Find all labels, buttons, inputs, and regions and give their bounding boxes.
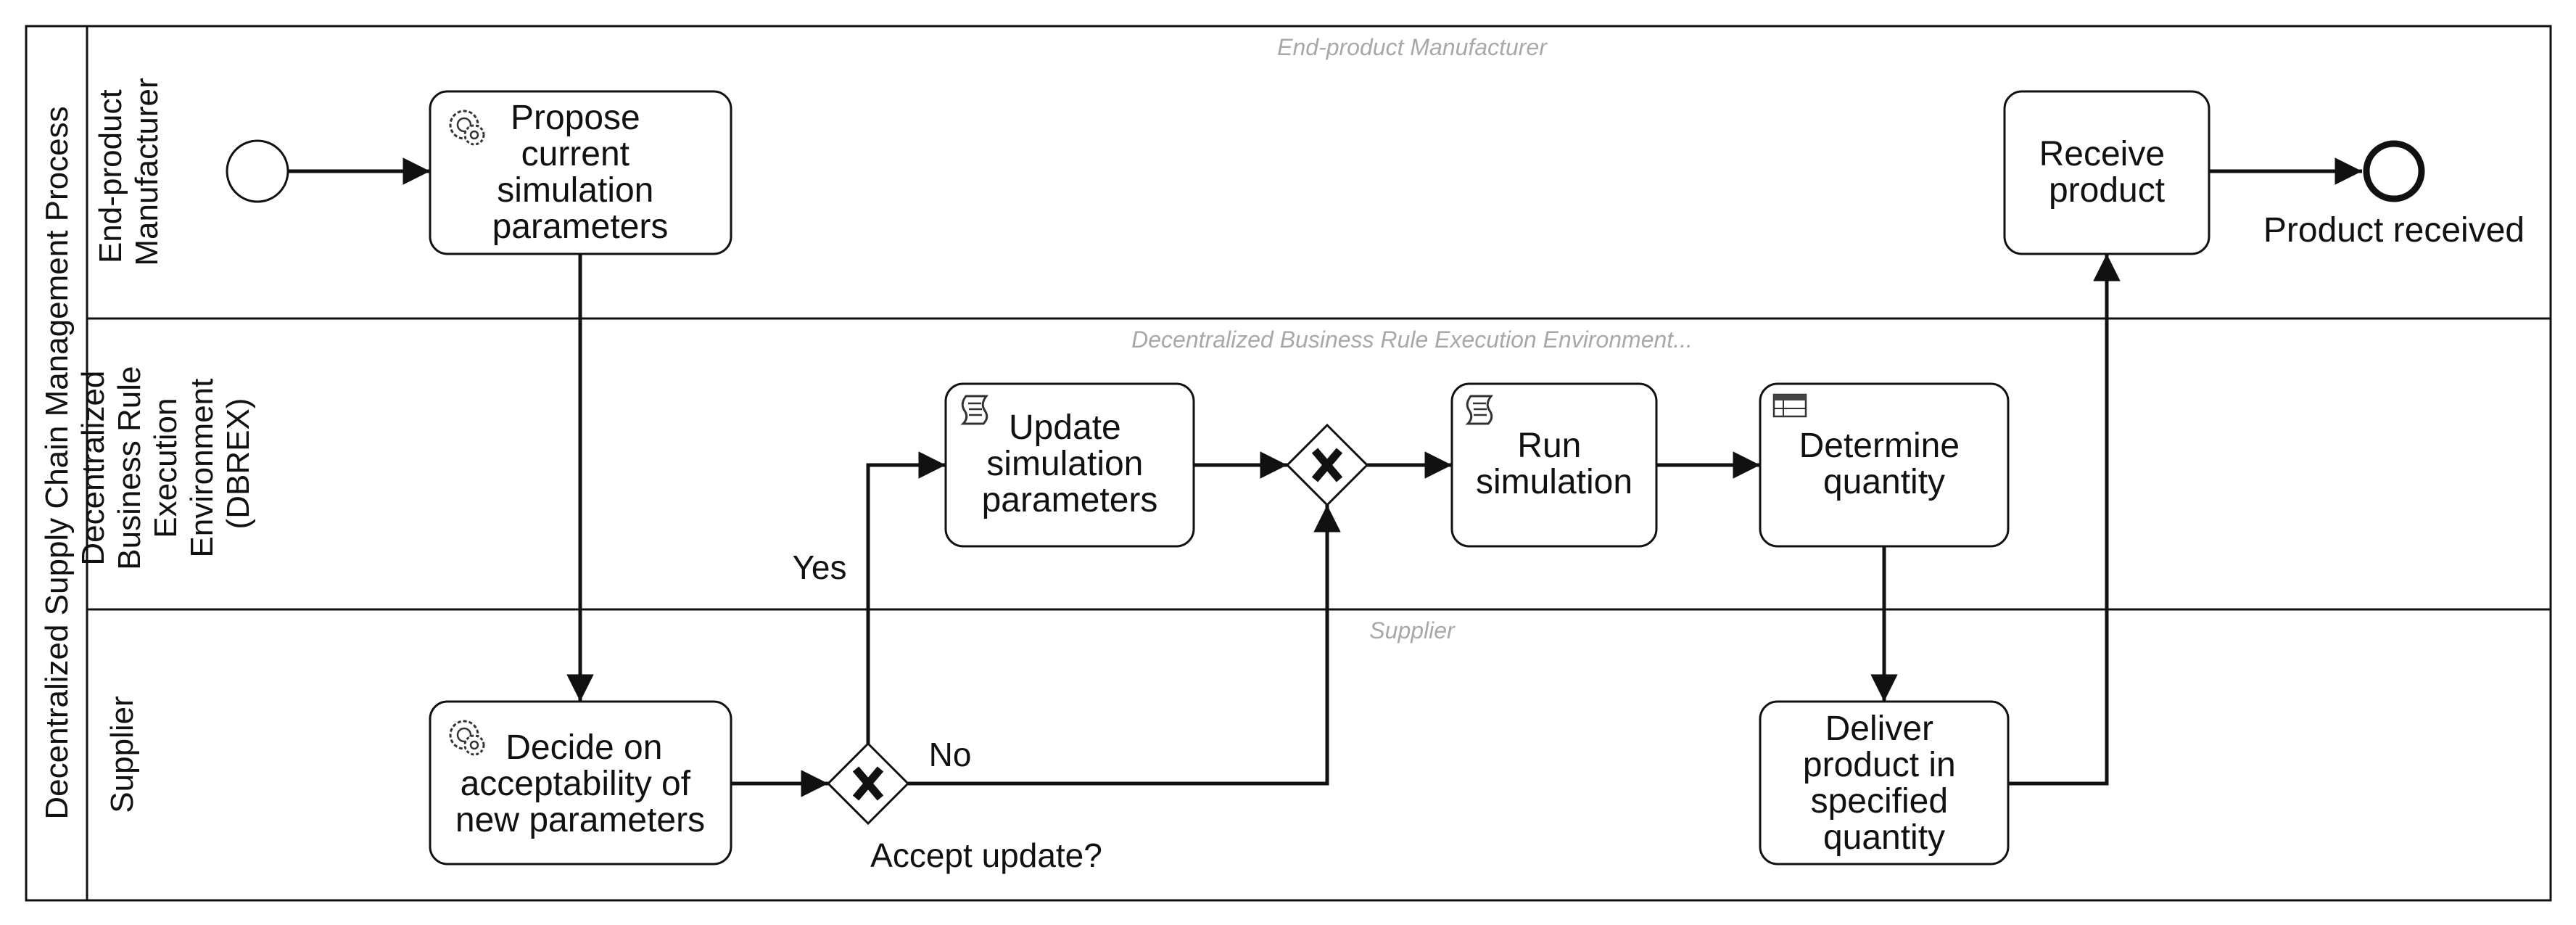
pool: Decentralized Supply Chain Management Pr… <box>25 25 2552 902</box>
gateway-accept[interactable]: Accept update? <box>826 741 1102 874</box>
end-event-label: Product received <box>2263 211 2525 250</box>
flow-accept-yes[interactable] <box>866 451 946 744</box>
sequence-flows <box>285 157 2362 797</box>
gateway-merge[interactable] <box>1285 423 1369 507</box>
pool-frame <box>25 25 2552 902</box>
task-label: Decide on acceptability of new parameter… <box>455 728 705 839</box>
task-decide[interactable]: Decide on acceptability of new parameter… <box>429 700 732 866</box>
table-icon <box>1772 393 1807 418</box>
end-event-circle[interactable] <box>2363 140 2425 202</box>
task-update[interactable]: Update simulation parameters <box>944 382 1195 548</box>
lane-watermark-dbrex: Decentralized Business Rule Execution En… <box>1131 326 1693 353</box>
task-box[interactable] <box>429 700 732 866</box>
start-event-circle[interactable] <box>226 139 289 203</box>
task-deliver[interactable]: Deliver product in specified quantity <box>1759 700 2010 866</box>
task-box[interactable] <box>1759 700 2010 866</box>
task-label-line: current <box>521 135 629 173</box>
task-label-line: simulation <box>986 445 1143 483</box>
task-label-line: specified <box>1811 782 1948 821</box>
lane-label-manufacturer: End-product Manufacturer <box>93 78 165 266</box>
gear-icon <box>449 720 485 756</box>
task-label: Deliver product in specified quantity <box>1803 710 1965 857</box>
task-label-line: quantity <box>1823 818 1945 857</box>
lane-label-line: Supplier <box>104 696 140 813</box>
gateway-accept-label: Accept update? <box>870 836 1102 874</box>
task-box[interactable] <box>429 90 732 255</box>
task-propose[interactable]: Propose current simulation parameters <box>429 90 732 255</box>
task-label-line: Update <box>1009 408 1121 447</box>
task-label: Receive product <box>2039 135 2175 210</box>
lane-watermark-manufacturer: End-product Manufacturer <box>1277 34 1548 60</box>
lane-label-line: Environment <box>184 379 220 558</box>
task-label-line: parameters <box>492 207 669 246</box>
lane-label-line: Business Rule <box>112 366 147 570</box>
task-label-line: Receive <box>2039 135 2165 173</box>
flow-accept-no[interactable] <box>908 505 1341 786</box>
task-run[interactable]: Run simulation <box>1450 382 1658 548</box>
exclusive-x-icon <box>1311 448 1343 482</box>
lane-label-line: Decentralized <box>75 371 111 566</box>
task-label-line: quantity <box>1823 463 1945 501</box>
flow-deliver-to-receive[interactable] <box>2009 254 2121 786</box>
lane-label-supplier: Supplier <box>104 696 140 813</box>
task-label-line: Decide on <box>505 728 662 767</box>
lane-manufacturer: End-product Manufacturer End-product Man… <box>87 34 2551 320</box>
lane-label-line: Manufacturer <box>129 78 165 266</box>
task-label-line: simulation <box>497 171 653 210</box>
task-determine[interactable]: Determine quantity <box>1759 382 2010 548</box>
task-label-line: parameters <box>982 481 1158 519</box>
task-label-line: Deliver <box>1825 710 1933 748</box>
task-label: Propose current simulation parameters <box>492 99 669 246</box>
task-box[interactable] <box>2003 90 2210 255</box>
task-box[interactable] <box>1450 382 1658 548</box>
task-label-line: Run <box>1517 427 1581 465</box>
start-event[interactable] <box>226 139 289 203</box>
lane-label-line: End-product <box>93 89 128 263</box>
gear-icon <box>449 110 485 146</box>
script-icon <box>960 395 988 425</box>
task-label: Update simulation parameters <box>982 408 1158 519</box>
task-label-line: product in <box>1803 746 1956 784</box>
task-label-line: new parameters <box>455 801 705 839</box>
lane-label-line: (DBREX) <box>220 398 256 530</box>
task-label-line: product <box>2049 171 2165 210</box>
lane-label-dbrex: Decentralized Business Rule Execution En… <box>75 357 256 570</box>
exclusive-x-icon <box>852 766 884 801</box>
flow-label-yes: Yes <box>792 548 846 586</box>
task-label-line: simulation <box>1476 463 1632 501</box>
task-label: Run simulation <box>1476 427 1632 501</box>
lane-dbrex: Decentralized Business Rule Execution En… <box>75 326 2551 611</box>
pool-label: Decentralized Supply Chain Management Pr… <box>39 106 75 819</box>
task-box[interactable] <box>944 382 1195 548</box>
task-label-line: acceptability of <box>461 765 691 803</box>
script-icon <box>1465 395 1493 425</box>
lane-supplier: Supplier Supplier <box>104 617 1456 813</box>
task-box[interactable] <box>1759 382 2010 548</box>
task-receive[interactable]: Receive product <box>2003 90 2210 255</box>
task-label-line: Determine <box>1799 427 1960 465</box>
task-label: Determine quantity <box>1799 427 1970 501</box>
lane-label-line: Execution <box>148 398 183 538</box>
flow-label-no: No <box>929 736 972 773</box>
end-event[interactable]: Product received <box>2263 140 2525 250</box>
task-label-line: Propose <box>511 99 640 137</box>
lane-watermark-supplier: Supplier <box>1369 617 1456 644</box>
